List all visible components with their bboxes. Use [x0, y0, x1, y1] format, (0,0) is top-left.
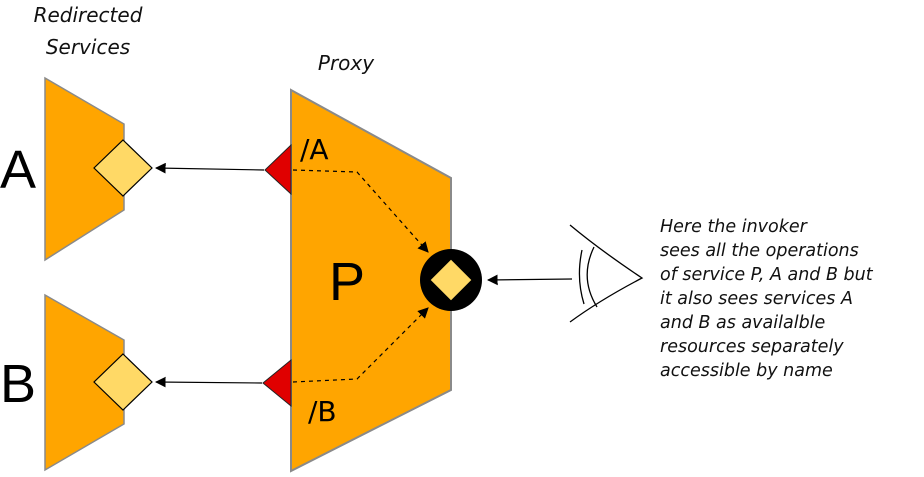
route-a-label: /A — [300, 133, 329, 166]
proxy-shape — [290, 88, 452, 473]
arrow-to-service-a — [154, 162, 265, 174]
note-line-3: of service P, A and B but — [660, 265, 874, 285]
route-a-port — [264, 143, 292, 196]
note-line-6: resources separately — [660, 337, 844, 357]
note-line-1: Here the invoker — [660, 217, 809, 237]
service-a-shape — [44, 76, 125, 262]
arrow-from-invoker — [486, 274, 573, 286]
note-line-4: it also sees services A — [660, 289, 853, 309]
redirected-services-title-line2: Services — [46, 35, 130, 59]
dashed-route-a — [292, 169, 429, 253]
service-a-port — [93, 139, 153, 197]
dashed-route-b — [292, 307, 429, 383]
note-line-2: sees all the operations — [660, 241, 859, 261]
note-line-5: and B as availalble — [660, 313, 825, 333]
service-b-port — [93, 353, 153, 411]
note-line-7: accessible by name — [660, 361, 833, 381]
proxy-p-label: P — [329, 252, 365, 312]
route-b-label: /B — [308, 395, 337, 428]
route-b-port — [262, 358, 292, 408]
service-b-label: B — [0, 354, 36, 414]
service-a-label: A — [0, 140, 36, 200]
arrow-to-service-b — [154, 376, 263, 388]
redirected-services-title-line1: Redirected — [34, 3, 143, 27]
service-b-shape — [44, 293, 125, 472]
proxy-title: Proxy — [318, 51, 375, 75]
eye-icon — [569, 224, 644, 323]
proxy-endpoint-port — [429, 258, 473, 302]
